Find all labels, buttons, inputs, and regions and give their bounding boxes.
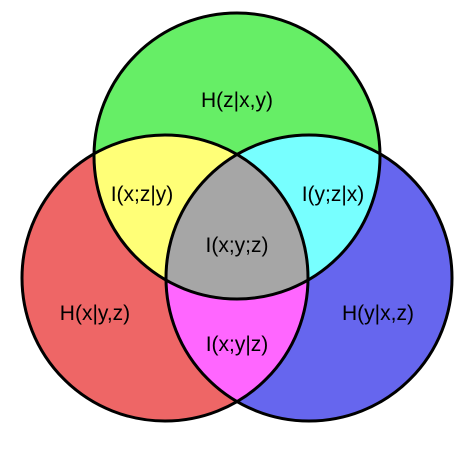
- set-y-outline: [164, 133, 454, 423]
- label-i-xz-given-y: I(x;z|y): [111, 183, 174, 206]
- label-h-z-given-xy: H(z|x,y): [201, 89, 273, 112]
- label-h-x-given-yz: H(x|y,z): [60, 302, 130, 325]
- overlap-xyz-region: [166, 135, 308, 299]
- set-z-outline: [92, 11, 382, 301]
- label-h-y-given-xz: H(y|x,z): [342, 302, 414, 325]
- label-i-xyz: I(x;y;z): [206, 234, 269, 257]
- set-x-outline: [20, 133, 310, 423]
- label-i-xy-given-z: I(x;y|z): [206, 333, 269, 356]
- label-i-yz-given-x: I(y;z|x): [302, 183, 365, 206]
